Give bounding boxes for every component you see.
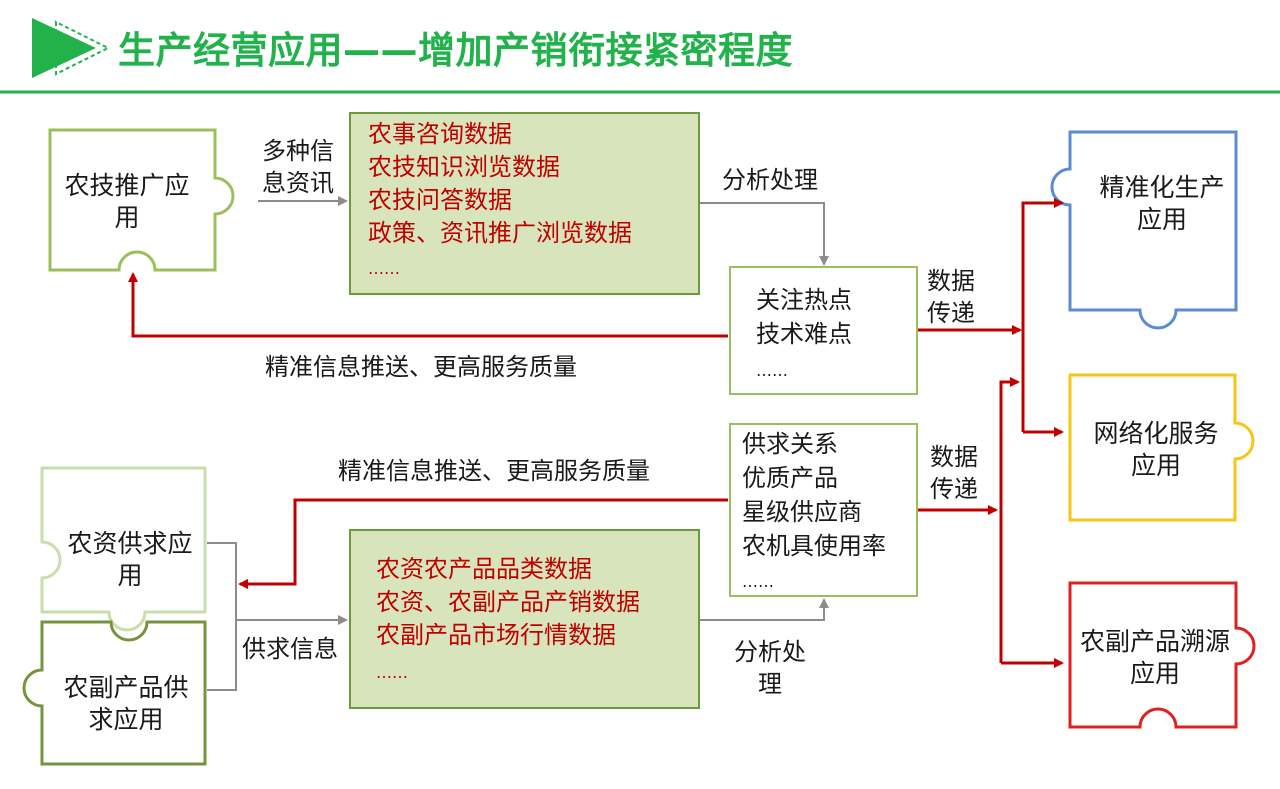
arrow-push-top (128, 272, 728, 338)
supply-box-item: 供求关系 (742, 430, 838, 458)
puzzle-trace (1068, 581, 1256, 729)
arrow-analyze-bottom (700, 598, 829, 621)
top-box-item: 农事咨询数据 (368, 120, 512, 148)
arrow-push-bottom (238, 498, 728, 589)
bottom-box-item: 农资、农副产品产销数据 (376, 588, 640, 616)
puzzle-byproduct-supply (22, 620, 207, 766)
label-network: 网络化服务应用 (1093, 419, 1219, 480)
bottom-data-box (349, 529, 700, 709)
supply-box-item: 星级供应商 (742, 498, 862, 526)
label-push-top: 精准信息推送、更高服务质量 (265, 353, 577, 381)
label-supply-info: 供求信息 (242, 635, 338, 663)
arrow-branch-precision (1021, 198, 1064, 432)
supply-relation-box (729, 423, 918, 597)
top-box-item: 政策、资讯推广浏览数据 (368, 219, 632, 247)
supply-box-item: 优质产品 (742, 464, 838, 492)
label-analyze-bottom: 分析处理 (734, 638, 806, 698)
label-transfer-bottom: 数据传递 (930, 443, 978, 503)
label-agri-promo: 农技推广应用 (64, 171, 190, 232)
arrow-branch-network-up (999, 377, 1020, 663)
arrow-analyze-top (700, 202, 829, 266)
top-box-item: 农技知识浏览数据 (368, 153, 560, 181)
label-analyze-top: 分析处理 (722, 166, 818, 194)
hot-box-item: …… (756, 361, 788, 380)
bottom-box-item: …… (376, 663, 408, 682)
puzzle-agri-promo (48, 128, 235, 272)
top-box-item: 农技问答数据 (368, 186, 512, 214)
label-multi-info: 多种信息资讯 (262, 137, 334, 197)
play-arrow-icon (32, 18, 111, 78)
label-byproduct-supply: 农副产品供求应用 (63, 673, 189, 734)
hot-topics-box (729, 266, 918, 395)
top-box-item: …… (368, 259, 400, 278)
hot-box-item: 关注热点 (756, 286, 852, 314)
hot-box-item: 技术难点 (756, 320, 852, 348)
label-supply-demand: 农资供求应用 (67, 529, 193, 590)
puzzle-network (1068, 373, 1255, 522)
supply-box-item: …… (742, 572, 774, 591)
puzzle-precision (1050, 130, 1238, 330)
page-title: 生产经营应用——增加产销衔接紧密程度 (118, 29, 793, 72)
bottom-box-item: 农副产品市场行情数据 (376, 621, 616, 649)
label-precision: 精准化生产应用 (1099, 173, 1225, 234)
supply-box-item: 农机具使用率 (742, 532, 886, 560)
bottom-box-item: 农资农产品品类数据 (376, 555, 592, 583)
top-data-box (349, 112, 700, 295)
puzzle-supply-demand (40, 466, 207, 632)
label-push-bottom: 精准信息推送、更高服务质量 (338, 457, 650, 485)
arrow-supply-collect (207, 542, 237, 691)
label-trace: 农副产品溯源应用 (1080, 627, 1231, 688)
label-transfer-top: 数据传递 (927, 267, 975, 327)
